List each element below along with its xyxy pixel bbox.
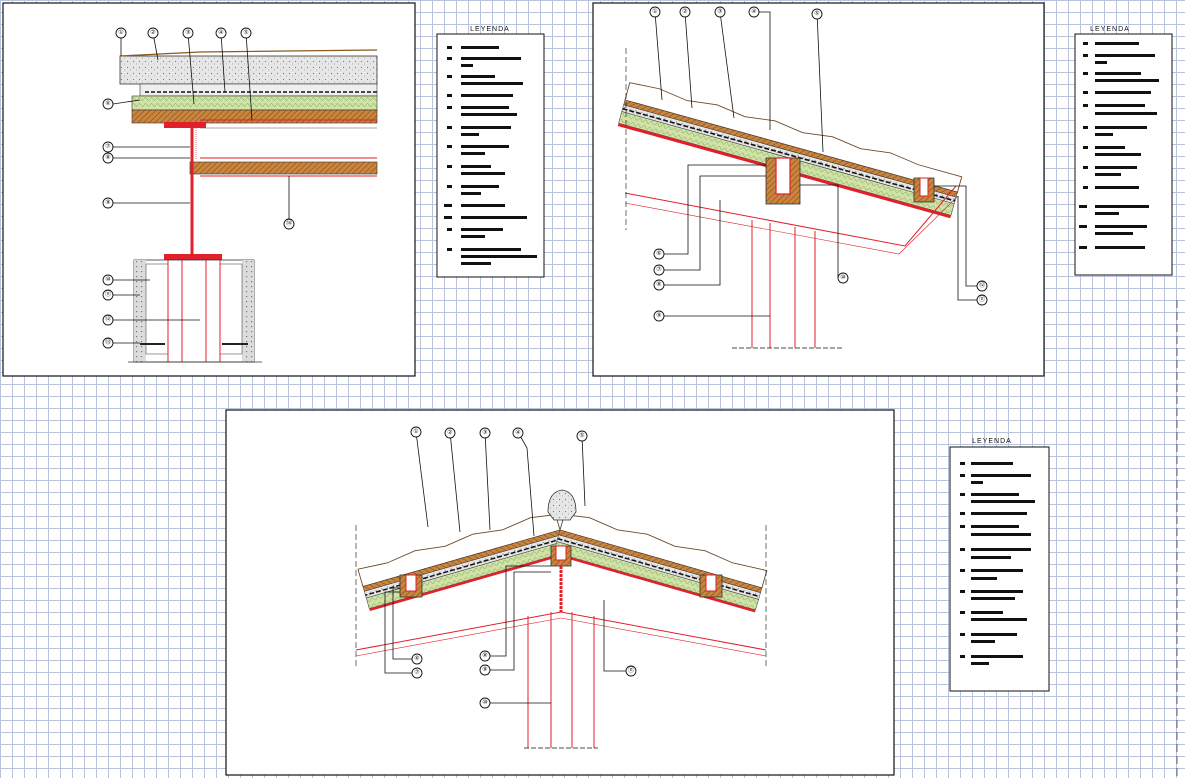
svg-text:⑭: ⑭ [286, 219, 292, 227]
svg-text:⑫: ⑫ [105, 315, 111, 323]
callout-c-11: ⑪ [625, 665, 637, 677]
callout-a-10: ⑩ [102, 274, 114, 286]
callout-c-9: ⑨ [479, 664, 491, 676]
svg-text:⑩: ⑩ [105, 276, 110, 283]
svg-text:⑬: ⑬ [105, 338, 111, 346]
callout-b-5: ⑤ [811, 8, 823, 20]
callout-a-13: ⑬ [102, 337, 114, 349]
legend-3: LEYENDA [949, 438, 1050, 692]
callout-b-4: ④ [748, 6, 760, 18]
ridge-cap [547, 489, 577, 521]
callout-a-1: ① [115, 27, 127, 39]
detail-c-frame [225, 409, 895, 776]
timber-beam [189, 161, 378, 175]
callout-c-8: ⑧ [479, 650, 491, 662]
callout-a-5: ⑤ [240, 27, 252, 39]
svg-text:⑧: ⑧ [482, 652, 487, 659]
svg-text:⑨: ⑨ [656, 312, 661, 319]
svg-text:③: ③ [482, 429, 487, 436]
callout-a-7: ⑦ [102, 141, 114, 153]
svg-text:④: ④ [751, 8, 756, 15]
callout-a-6: ⑥ [102, 98, 114, 110]
detail-b-paper [593, 3, 1044, 376]
callout-c-6: ⑥ [411, 653, 423, 665]
callout-a-4: ④ [215, 27, 227, 39]
detail-b-frame [592, 2, 1045, 377]
callout-c-10: ⑩ [479, 697, 491, 709]
svg-text:⑪: ⑪ [105, 290, 111, 298]
callout-c-2: ② [444, 427, 456, 439]
legend-2-title: LEYENDA [1090, 26, 1130, 33]
legend-1: LEYENDA [436, 26, 545, 278]
svg-text:⑤: ⑤ [579, 432, 584, 439]
svg-text:①: ① [652, 8, 657, 15]
legend-1-title: LEYENDA [470, 26, 510, 33]
svg-text:⑥: ⑥ [656, 250, 661, 257]
svg-text:⑫: ⑫ [979, 281, 985, 289]
timber-board [131, 109, 378, 124]
svg-text:⑨: ⑨ [482, 666, 487, 673]
svg-text:⑨: ⑨ [105, 199, 110, 206]
svg-text:⑦: ⑦ [105, 143, 110, 150]
svg-text:⑥: ⑥ [414, 655, 419, 662]
callout-c-7: ⑦ [411, 667, 423, 679]
callout-a-12: ⑫ [102, 314, 114, 326]
svg-text:②: ② [447, 429, 452, 436]
svg-text:①: ① [118, 29, 123, 36]
callout-b-8: ⑧ [653, 279, 665, 291]
svg-text:②: ② [682, 8, 687, 15]
svg-text:⑦: ⑦ [656, 266, 661, 273]
detail-a-frame [2, 2, 416, 377]
svg-text:⑩: ⑩ [482, 699, 487, 706]
svg-text:①: ① [413, 428, 418, 435]
legend-2: LEYENDA [1074, 26, 1173, 276]
detail-a-eave-section: ① ② ③ ④ ⑤ ⑥ ⑦ ⑧ ⑨ ⑭ ⑩ ⑪ ⑫ ⑬ [2, 2, 416, 377]
callout-a-9: ⑨ [102, 197, 114, 209]
svg-text:⑪: ⑪ [628, 666, 634, 674]
callout-a-11: ⑪ [102, 289, 114, 301]
callout-b-9: ⑨ [653, 310, 665, 322]
callout-a-3: ③ [182, 27, 194, 39]
callout-b-10: ⑩ [837, 272, 849, 284]
callout-b-3: ③ [714, 6, 726, 18]
svg-text:⑩: ⑩ [840, 274, 845, 281]
svg-text:⑧: ⑧ [105, 154, 110, 161]
callout-a-14: ⑭ [283, 218, 295, 230]
detail-b-eave-section: ① ② ③ ④ ⑤ ⑥ ⑦ ⑧ ⑨ ⑩ ⑪ ⑫ [592, 2, 1045, 377]
callout-b-12: ⑫ [976, 280, 988, 292]
svg-text:⑪: ⑪ [979, 295, 985, 303]
callout-c-1: ① [410, 426, 422, 438]
svg-text:⑤: ⑤ [814, 10, 819, 17]
callout-c-5: ⑤ [576, 430, 588, 442]
callout-b-2: ② [679, 6, 691, 18]
callout-c-3: ③ [479, 427, 491, 439]
legend-2-entries [1079, 42, 1159, 249]
callout-c-4: ④ [512, 427, 524, 439]
legend-3-title: LEYENDA [972, 438, 1012, 445]
svg-text:⑤: ⑤ [243, 29, 248, 36]
svg-text:③: ③ [717, 8, 722, 15]
callout-b-7: ⑦ [653, 264, 665, 276]
svg-text:⑧: ⑧ [656, 281, 661, 288]
callout-a-8: ⑧ [102, 152, 114, 164]
insulation-layer [131, 95, 378, 111]
svg-text:③: ③ [185, 29, 190, 36]
svg-text:④: ④ [515, 429, 520, 436]
svg-text:⑦: ⑦ [414, 669, 419, 676]
callout-b-1: ① [649, 6, 661, 18]
callout-b-6: ⑥ [653, 248, 665, 260]
svg-text:④: ④ [218, 29, 223, 36]
detail-c-ridge-section: ① ② ③ ④ ⑤ ⑥ ⑦ ⑧ ⑨ ⑩ ⑪ [225, 409, 895, 776]
legend-1-entries [444, 46, 537, 265]
callout-b-11: ⑪ [976, 294, 988, 306]
svg-text:②: ② [150, 29, 155, 36]
callout-a-2: ② [147, 27, 159, 39]
svg-text:⑥: ⑥ [105, 100, 110, 107]
legend-3-entries [960, 462, 1035, 665]
